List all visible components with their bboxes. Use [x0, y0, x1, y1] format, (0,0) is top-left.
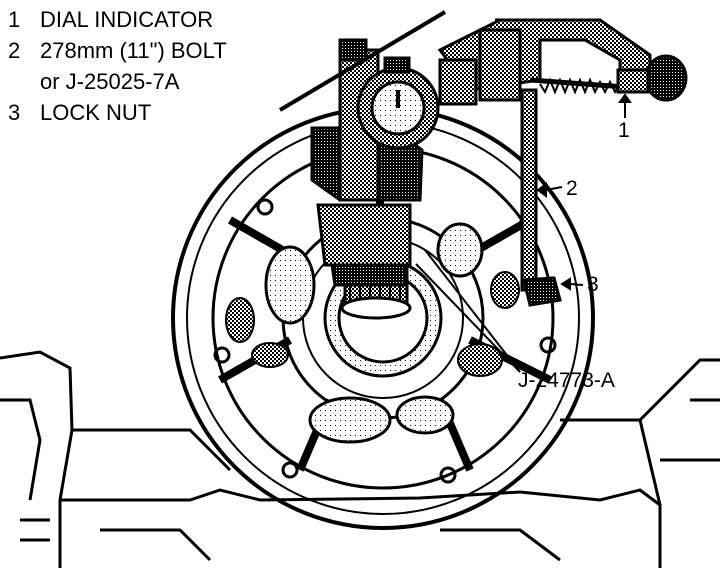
legend-item-3: 3 LOCK NUT — [0, 97, 227, 128]
callout-3: 3 — [587, 273, 599, 296]
legend-text: 278mm (11") BOLT — [40, 38, 227, 63]
bolt-and-locknut — [518, 60, 562, 307]
legend-item-2-continued: or J-25025-7A — [0, 66, 227, 97]
leader-lines — [415, 93, 632, 373]
legend-text: DIAL INDICATOR — [40, 7, 214, 32]
legend-text: or J-25025-7A — [40, 69, 180, 94]
legend-number: 3 — [8, 100, 21, 125]
indicator-bracket — [437, 18, 688, 106]
legend-text: LOCK NUT — [40, 100, 152, 125]
callout-tool: J-24773-A — [518, 369, 615, 392]
transmission-case — [0, 350, 720, 568]
dial-indicator — [278, 10, 447, 202]
callout-1: 1 — [618, 119, 630, 142]
legend-number: 2 — [8, 38, 21, 63]
callout-2: 2 — [566, 177, 578, 200]
legend-number: 1 — [8, 7, 21, 32]
parts-legend: 1 DIAL INDICATOR 2 278mm (11") BOLT or J… — [0, 4, 227, 128]
legend-item-1: 1 DIAL INDICATOR — [0, 4, 227, 35]
legend-item-2: 2 278mm (11") BOLT — [0, 35, 227, 66]
